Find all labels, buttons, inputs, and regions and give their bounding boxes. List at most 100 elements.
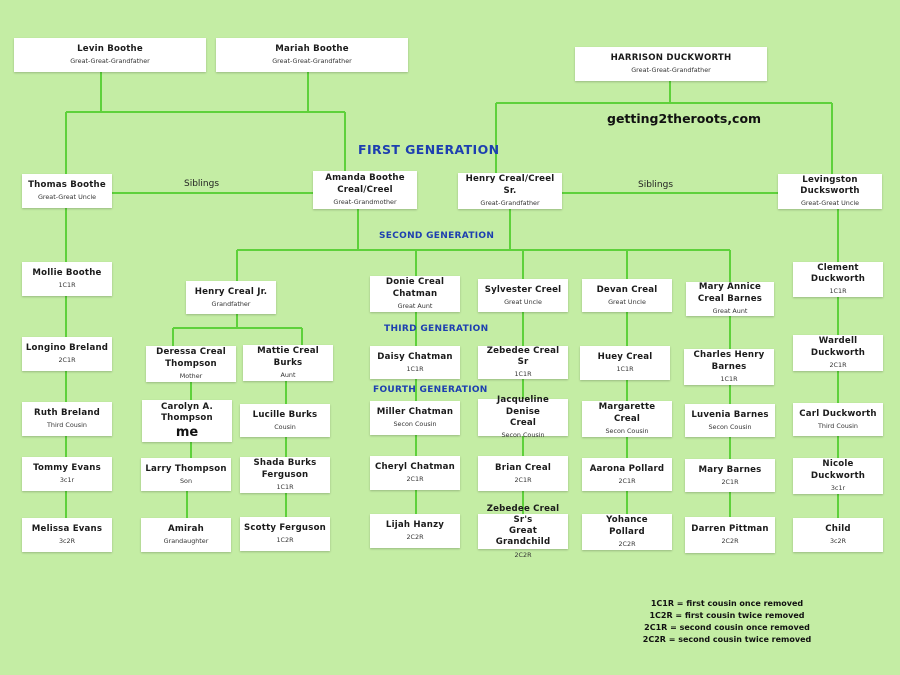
person-name: Miller Chatman xyxy=(376,407,454,418)
person-name: Lijah Hanzy xyxy=(385,520,445,531)
person-name: Tommy Evans xyxy=(33,463,101,474)
person-nicole-duckworth: Nicole Duckworth 3c1r xyxy=(793,458,883,494)
person-relation: 1C1R xyxy=(514,370,532,379)
person-name: Levingston Ducksworth xyxy=(800,174,860,197)
person-name: Huey Creal xyxy=(597,352,653,363)
person-relation: 2C1R xyxy=(618,476,636,485)
person-name: Margarette Creal xyxy=(598,402,656,424)
person-relation: 1C1R xyxy=(276,482,294,491)
person-name: Deressa Creal Thompson xyxy=(156,347,226,369)
first-generation-heading: FIRST GENERATION xyxy=(358,142,500,157)
abbreviation-legend: 1C1R = first cousin once removed 1C2R = … xyxy=(612,598,842,646)
person-relation: 2C1R xyxy=(514,475,532,484)
second-generation-heading: SECOND GENERATION xyxy=(379,231,495,241)
person-relation: Third Cousin xyxy=(818,421,858,430)
person-henry-creal-jr: Henry Creal Jr.Grandfather xyxy=(186,281,276,314)
person-relation: Great-Great-Grandfather xyxy=(70,57,150,66)
person-relation: Great-Great Uncle xyxy=(37,193,97,202)
person-relation: 2C1R xyxy=(58,356,76,365)
person-relation: 1C1R xyxy=(616,365,634,374)
person-name: Amirah xyxy=(168,524,204,535)
person-name: Wardell Duckworth xyxy=(810,336,866,358)
person-name: Child xyxy=(825,524,851,535)
person-name: Clement Duckworth xyxy=(810,262,866,285)
person-name: Darren Pittman xyxy=(691,524,769,535)
person-relation: Son xyxy=(179,476,193,485)
person-name: Henry Creal/Creel Sr. xyxy=(465,174,555,196)
person-relation: 2C2R xyxy=(618,539,636,548)
person-name: Zebedee Creal Sr's Great Grandchild xyxy=(486,503,560,548)
person-name: Aarona Pollard xyxy=(589,463,665,474)
person-relation: me xyxy=(175,424,199,440)
person-relation: Secon Cousin xyxy=(605,426,649,435)
person-name: HARRISON DUCKWORTH xyxy=(610,53,732,64)
person-relation: Great Uncle xyxy=(608,297,646,306)
person-relation: 1C1R xyxy=(829,287,847,296)
person-relation: Great-Great-Grandfather xyxy=(272,57,352,66)
site-watermark: getting2theroots,com xyxy=(607,111,762,126)
person-relation: 2C2R xyxy=(406,533,424,542)
person-relation: 3c2R xyxy=(58,537,76,546)
person-name: Devan Creal xyxy=(596,284,658,295)
person-name: Yohance Pollard xyxy=(606,515,648,537)
person-name: Larry Thompson xyxy=(145,463,227,474)
person-name: Donie Creal Chatman xyxy=(385,277,445,299)
person-relation: Cousin xyxy=(274,422,296,431)
person-name: Brian Creal xyxy=(495,462,551,473)
person-name: Scotty Ferguson xyxy=(244,523,326,534)
person-name: Jacqueline Denise Creal xyxy=(496,395,550,428)
legend-item: 2C1R = second cousin once removed xyxy=(644,623,810,632)
person-name: Daisy Chatman xyxy=(377,351,453,362)
person-relation: Great Aunt xyxy=(712,306,748,315)
person-relation: 1C1R xyxy=(58,281,76,290)
person-relation: 1C1R xyxy=(720,374,738,383)
person-relation: 2C1R xyxy=(406,475,424,484)
person-lijah-hanzy: Lijah Hanzy 2C2R xyxy=(370,514,460,548)
person-relation: 3c2R xyxy=(829,537,847,546)
person-relation: Great Aunt xyxy=(397,301,433,310)
person-name: Mattie Creal Burks xyxy=(257,346,319,368)
person-name: Longino Breland xyxy=(25,343,109,354)
person-relation: 2C2R xyxy=(514,550,532,559)
person-name: Lucille Burks xyxy=(252,409,318,420)
person-name: Levin Boothe xyxy=(77,44,143,55)
person-name: Thomas Boothe xyxy=(28,180,106,191)
person-relation: Great-Grandmother xyxy=(333,197,397,206)
person-name: Carl Duckworth xyxy=(799,408,877,419)
legend-item: 1C1R = first cousin once removed xyxy=(650,599,804,608)
legend-item: 1C2R = first cousin twice removed xyxy=(649,611,805,620)
person-relation: Third Cousin xyxy=(47,421,87,430)
person-henry-creal-sr: Henry Creal/Creel Sr.Great-Grandfather xyxy=(458,173,562,209)
person-charles-henry-barnes: Charles Henry Barnes 1C1R xyxy=(684,349,774,385)
person-relation: 3c1r xyxy=(830,483,846,492)
person-name: Charles Henry Barnes xyxy=(693,350,765,372)
person-relation: Grandfather xyxy=(211,299,251,308)
person-relation: Secon Cousin xyxy=(501,430,545,439)
person-relation: Mother xyxy=(179,371,203,380)
person-relation: Grandaughter xyxy=(163,537,209,546)
person-name: Nicole Duckworth xyxy=(810,459,866,481)
